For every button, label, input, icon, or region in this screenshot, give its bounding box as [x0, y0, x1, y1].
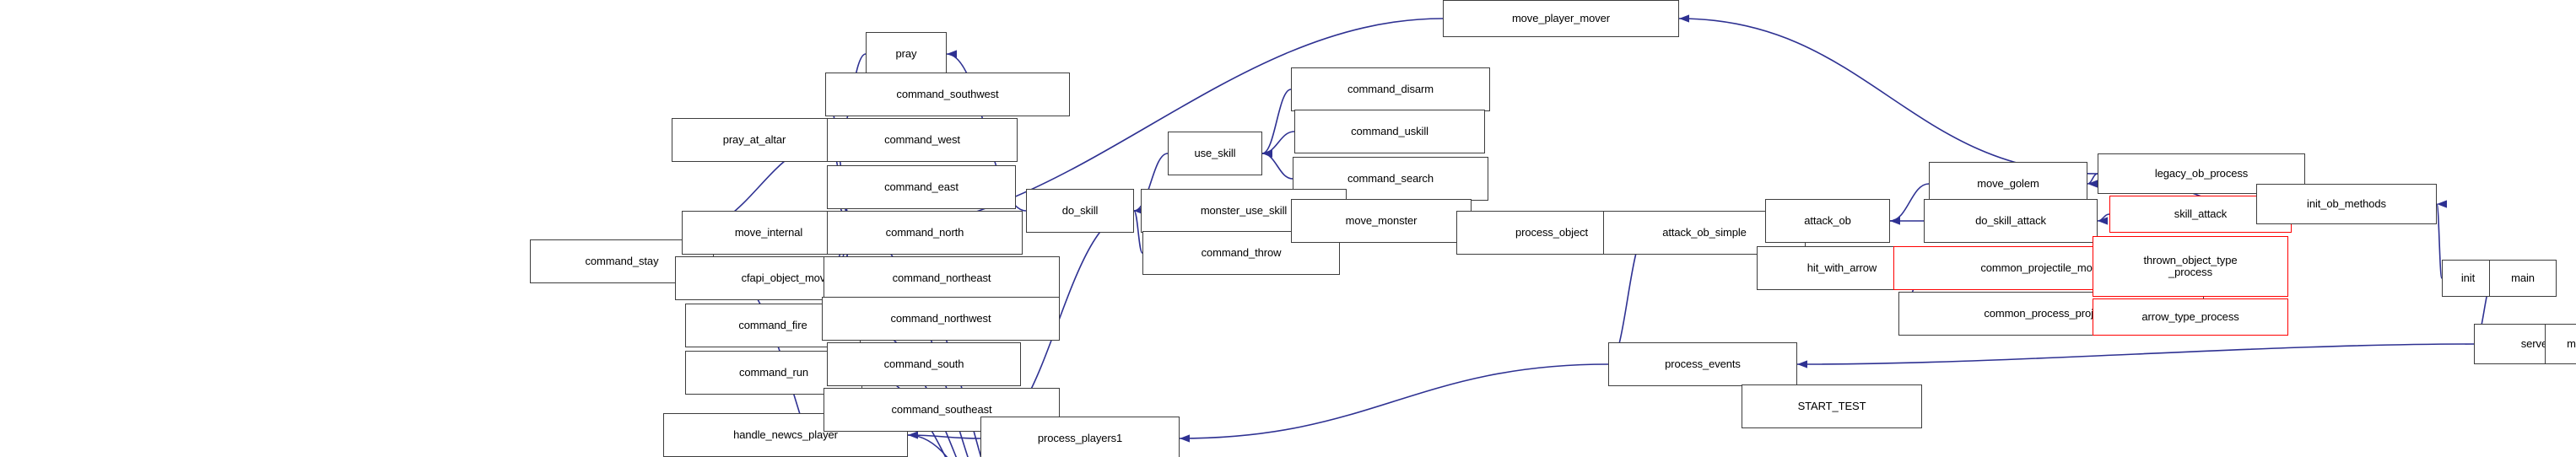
graph-node-pray_at_altar[interactable]: pray_at_altar: [672, 118, 837, 162]
graph-node-move_monster[interactable]: move_monster: [1291, 199, 1472, 243]
graph-node-label: pray: [895, 46, 917, 60]
graph-node-label: do_skill_attack: [1975, 213, 2046, 227]
graph-node-label: use_skill: [1194, 146, 1236, 159]
graph-node-label: START_TEST: [1797, 399, 1866, 412]
graph-node-pray[interactable]: pray: [866, 32, 947, 76]
graph-node-label: init: [2460, 271, 2476, 284]
graph-node-label: command_north: [885, 225, 964, 239]
graph-node-command_disarm[interactable]: command_disarm: [1291, 67, 1490, 111]
edge-arrowhead: [1262, 149, 1272, 158]
graph-node-main_bottom[interactable]: main: [2545, 324, 2576, 364]
graph-node-attack_ob[interactable]: attack_ob: [1765, 199, 1890, 243]
graph-node-label: move_internal: [734, 225, 803, 239]
graph-edge-command_search-to-use_skill: [1261, 153, 1293, 180]
graph-node-label: thrown_object_type _process: [2143, 253, 2238, 278]
graph-node-process_events[interactable]: process_events: [1608, 342, 1797, 386]
graph-node-label: cfapi_object_move: [741, 271, 832, 284]
graph-node-label: process_object: [1515, 225, 1589, 239]
edge-arrowhead: [1890, 217, 1900, 225]
graph-node-label: command_fire: [738, 318, 807, 331]
edge-arrowhead: [908, 431, 918, 439]
graph-node-label: command_east: [884, 180, 959, 193]
graph-edge-process_events-to-process_players1: [1179, 363, 1609, 439]
graph-node-command_east[interactable]: command_east: [827, 165, 1016, 209]
graph-node-init_ob_methods[interactable]: init_ob_methods: [2256, 184, 2437, 224]
graph-node-label: move_golem: [1977, 176, 2039, 190]
graph-node-process_players1[interactable]: process_players1: [980, 417, 1180, 457]
graph-edge-use_skill-to-do_skill: [1133, 153, 1169, 212]
graph-edge-init-to-init_ob_methods: [2436, 203, 2443, 279]
graph-node-label: command_southeast: [891, 402, 992, 416]
edge-arrowhead: [1797, 360, 1807, 368]
graph-node-START_TEST[interactable]: START_TEST: [1742, 384, 1922, 428]
edge-arrowhead: [947, 50, 957, 58]
edge-arrowhead: [2098, 217, 2108, 225]
graph-node-label: main: [2567, 336, 2576, 350]
graph-node-label: init_ob_methods: [2307, 196, 2386, 210]
graph-edge-server_main-to-process_events: [1796, 343, 2475, 365]
edge-arrowhead: [2437, 200, 2447, 208]
graph-node-init[interactable]: init: [2442, 260, 2494, 297]
edge-arrowhead: [1180, 434, 1190, 443]
graph-node-label: pray_at_altar: [722, 132, 786, 146]
graph-node-label: process_events: [1665, 357, 1741, 370]
graph-node-command_north[interactable]: command_north: [827, 211, 1023, 255]
graph-node-label: move_monster: [1345, 213, 1418, 227]
graph-edge-handle_newcs_player-to-move_player: [907, 434, 948, 457]
graph-node-label: command_northwest: [890, 311, 991, 325]
graph-node-label: command_disarm: [1347, 82, 1434, 95]
graph-node-label: process_players1: [1037, 431, 1123, 444]
graph-node-label: skill_attack: [2174, 207, 2228, 220]
graph-node-label: legacy_ob_process: [2154, 166, 2249, 180]
graph-node-label: handle_newcs_player: [733, 427, 838, 441]
graph-node-label: command_search: [1347, 171, 1434, 185]
graph-node-label: move_player_mover: [1511, 11, 1611, 24]
graph-node-label: hit_with_arrow: [1806, 261, 1877, 274]
graph-node-label: arrow_type_process: [2141, 309, 2239, 323]
graph-node-command_southwest[interactable]: command_southwest: [825, 73, 1070, 116]
graph-node-label: attack_ob: [1804, 213, 1851, 227]
graph-node-command_west[interactable]: command_west: [827, 118, 1018, 162]
graph-node-command_south[interactable]: command_south: [827, 342, 1021, 386]
graph-node-move_player_mover[interactable]: move_player_mover: [1443, 0, 1679, 37]
graph-edge-legacy_ob_process-to-move_player_mover: [1678, 18, 2098, 175]
graph-edge-command_throw-to-do_skill: [1133, 210, 1143, 254]
graph-node-label: command_run: [739, 365, 808, 379]
graph-node-command_northwest[interactable]: command_northwest: [822, 297, 1060, 341]
graph-node-thrown_object_type_process[interactable]: thrown_object_type _process: [2093, 236, 2288, 297]
graph-node-label: command_southwest: [896, 87, 999, 100]
graph-node-label: command_throw: [1201, 245, 1282, 259]
graph-node-do_skill_attack[interactable]: do_skill_attack: [1924, 199, 2098, 243]
graph-node-label: command_west: [884, 132, 960, 146]
graph-node-label: command_uskill: [1351, 124, 1428, 137]
graph-node-label: command_stay: [585, 254, 659, 267]
graph-edge-command_disarm-to-use_skill: [1261, 89, 1292, 154]
graph-node-arrow_type_process[interactable]: arrow_type_process: [2093, 298, 2288, 336]
graph-node-label: do_skill: [1061, 203, 1099, 217]
edge-arrowhead: [2087, 180, 2098, 188]
graph-node-label: main: [2511, 271, 2535, 284]
graph-node-label: monster_use_skill: [1200, 203, 1288, 217]
graph-node-do_skill[interactable]: do_skill: [1026, 189, 1134, 233]
graph-node-label: command_south: [883, 357, 964, 370]
graph-node-command_uskill[interactable]: command_uskill: [1294, 110, 1485, 153]
graph-node-command_northeast[interactable]: command_northeast: [824, 256, 1060, 300]
graph-node-label: attack_ob_simple: [1662, 225, 1747, 239]
edge-arrowhead: [1679, 14, 1689, 23]
graph-node-label: command_northeast: [892, 271, 991, 284]
graph-node-main_top[interactable]: main: [2489, 260, 2557, 297]
graph-node-use_skill[interactable]: use_skill: [1168, 132, 1262, 175]
